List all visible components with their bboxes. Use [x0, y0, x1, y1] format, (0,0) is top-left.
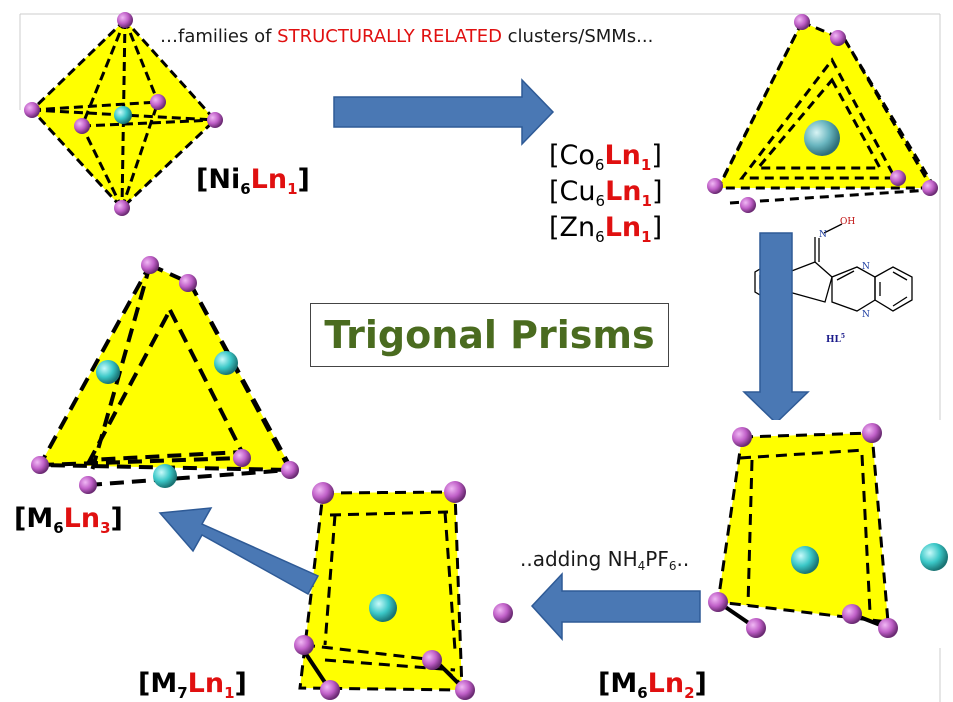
- formula-cu6ln1: [Cu6Ln1]: [549, 176, 663, 210]
- prism-top-right: [707, 14, 938, 213]
- formula-m6ln2: [M6Ln2]: [598, 668, 707, 702]
- ligand-atom-n-ring-top: N: [862, 262, 870, 272]
- formula-m7ln1: [M7Ln1]: [138, 668, 247, 702]
- ligand-atom-n-ring-bottom: N: [862, 310, 870, 320]
- prism-m6ln2: [708, 420, 953, 648]
- caption-prefix: …families of: [160, 26, 278, 47]
- prism-m6ln3: [31, 256, 299, 494]
- caption-suffix: clusters/SMMs...: [501, 26, 654, 47]
- formula-ni6ln1: [Ni6Ln1]: [196, 164, 310, 198]
- arrow-down: [742, 232, 810, 425]
- prism-m7ln1: [294, 481, 475, 700]
- title-box: Trigonal Prisms: [310, 303, 669, 367]
- formula-co6ln1: [Co6Ln1]: [549, 140, 662, 174]
- formula-zn6ln1: [Zn6Ln1]: [549, 212, 663, 246]
- ligand-label: HL5: [826, 333, 846, 345]
- arrow-up-left: [158, 507, 320, 596]
- ligand-atom-oh: OH: [840, 217, 856, 227]
- ligand-atom-n-imine: N: [819, 230, 827, 240]
- arrow-right: [333, 78, 555, 146]
- title-text: Trigonal Prisms: [324, 313, 655, 357]
- arrow-left: [530, 572, 701, 641]
- adding-nh4pf6-note: ..adding NH4PF6..: [520, 547, 690, 573]
- top-caption: …families of STRUCTURALLY RELATED cluste…: [160, 26, 653, 47]
- formula-m6ln3: [M6Ln3]: [14, 503, 123, 537]
- free-metal-atom: [493, 603, 513, 623]
- caption-highlight: STRUCTURALLY RELATED: [277, 26, 502, 47]
- octahedron-ni6ln1: [24, 12, 223, 216]
